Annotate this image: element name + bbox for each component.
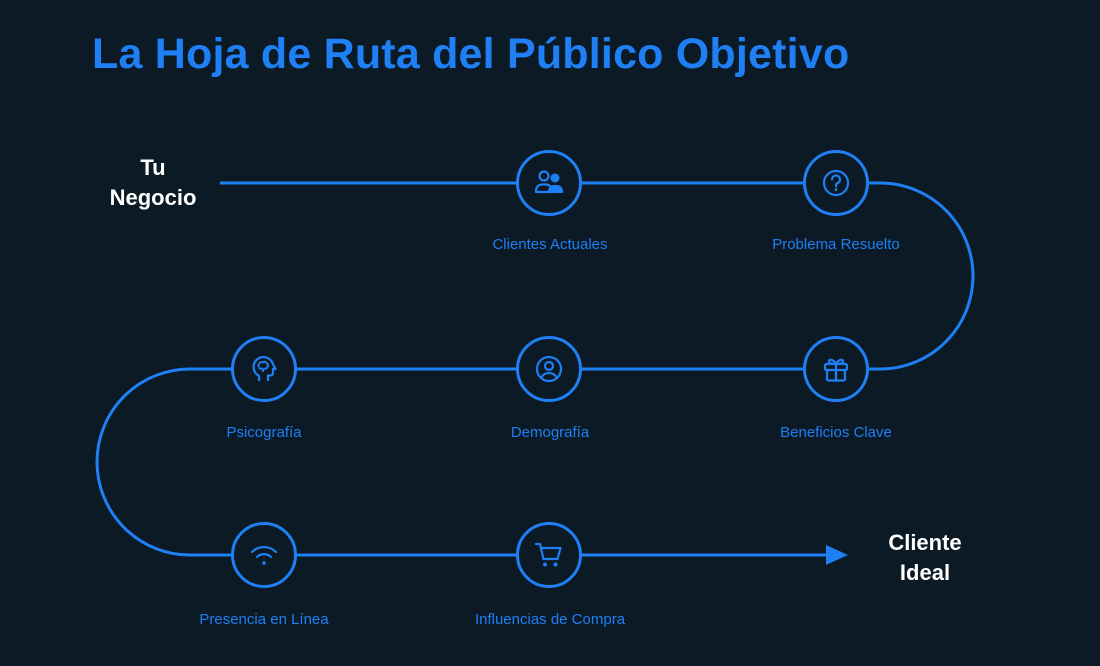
step-label-problema-resuelto: Problema Resuelto: [772, 236, 900, 253]
step-node-problema-resuelto: [803, 150, 869, 216]
wifi-icon: [250, 545, 278, 565]
end-label-line1: Cliente: [888, 530, 962, 555]
step-node-beneficios-clave: [803, 336, 869, 402]
start-label: Tu Negocio: [83, 153, 223, 213]
step-node-demografia: [516, 336, 582, 402]
step-label-presencia-en-linea: Presencia en Línea: [199, 611, 329, 628]
question-icon: [822, 169, 850, 197]
start-label-line1: Tu: [140, 155, 166, 180]
step-node-influencias-de-compra: [516, 522, 582, 588]
start-label-line2: Negocio: [109, 185, 197, 210]
step-label-psicografia: Psicografía: [226, 424, 302, 441]
user-circle-icon: [535, 355, 563, 383]
end-label: Cliente Ideal: [855, 528, 995, 588]
step-label-beneficios-clave: Beneficios Clave: [780, 424, 892, 441]
step-label-clientes-actuales: Clientes Actuales: [492, 236, 608, 253]
users-icon: [534, 170, 563, 194]
page-title: La Hoja de Ruta del Público Objetivo: [92, 30, 850, 78]
step-label-demografia: Demografía: [510, 424, 590, 441]
step-node-presencia-en-linea: [231, 522, 297, 588]
step-label-influencias-de-compra: Influencias de Compra: [474, 611, 626, 628]
arrow-head-icon: [826, 545, 848, 565]
gift-icon: [823, 358, 849, 382]
brain-head-icon: [252, 355, 277, 381]
step-node-clientes-actuales: [516, 150, 582, 216]
cart-icon: [534, 542, 562, 567]
step-node-psicografia: [231, 336, 297, 402]
end-label-line2: Ideal: [899, 560, 951, 585]
